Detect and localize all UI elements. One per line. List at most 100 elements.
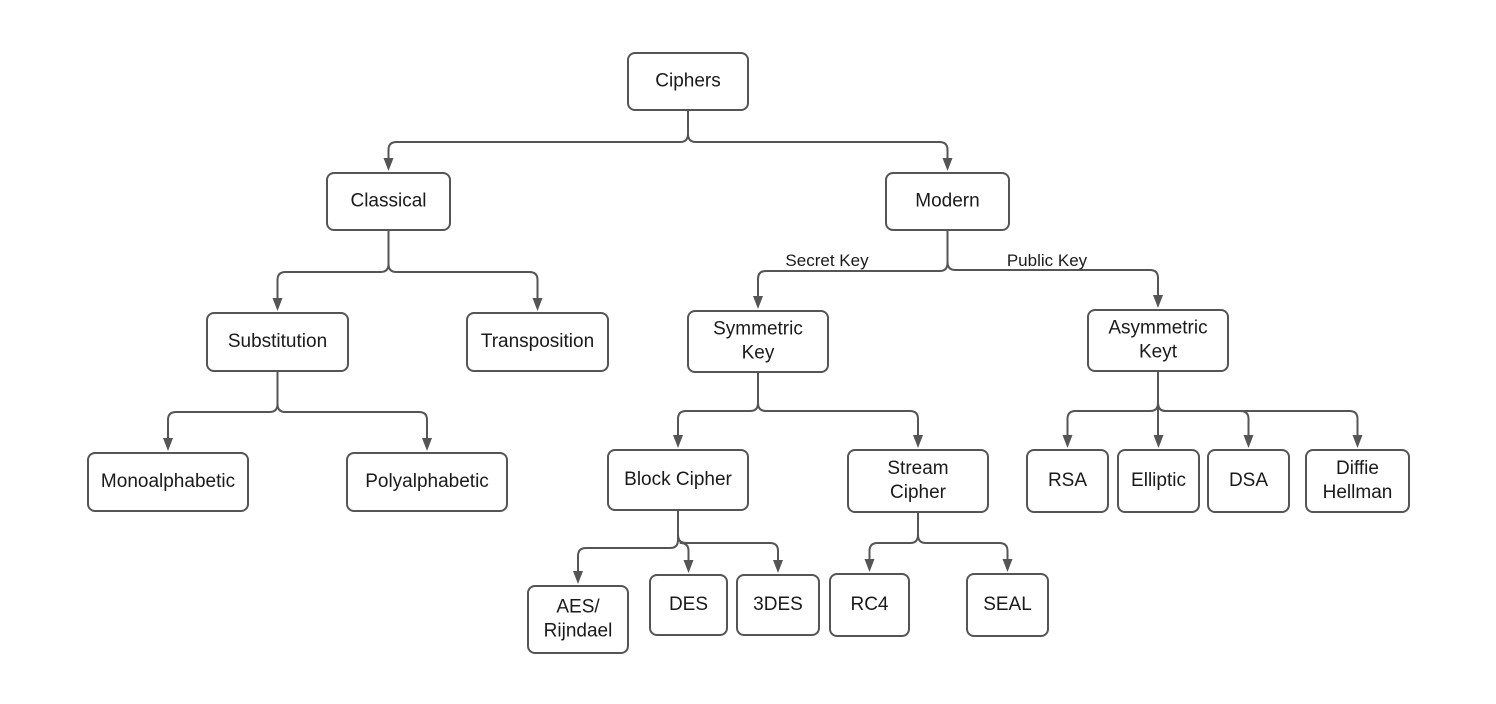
node-aes[interactable]: AES/Rijndael bbox=[527, 585, 629, 654]
edge-symmetric-to-block bbox=[673, 372, 759, 448]
node-label-block: Block Cipher bbox=[624, 469, 732, 490]
edge-line bbox=[167, 371, 279, 438]
node-label-poly: Polyalphabetic bbox=[365, 471, 489, 492]
node-box-dsa bbox=[1207, 449, 1290, 513]
node-box-mono bbox=[87, 452, 249, 512]
edge-substitution-to-mono bbox=[163, 371, 279, 451]
edge-arrowhead-icon bbox=[1002, 559, 1013, 572]
node-label-seal: SEAL bbox=[983, 594, 1032, 615]
edge-line bbox=[757, 372, 919, 435]
edge-line bbox=[757, 230, 949, 296]
node-label-transposition: Transposition bbox=[481, 331, 594, 352]
edge-arrowhead-icon bbox=[383, 158, 394, 171]
node-label-3des: 3DES bbox=[753, 594, 803, 615]
edge-arrowhead-icon bbox=[673, 435, 683, 448]
node-box-asymmetric bbox=[1087, 309, 1229, 372]
edge-line bbox=[868, 512, 919, 559]
edge-arrowhead-icon bbox=[532, 298, 543, 311]
node-label-rsa: RSA bbox=[1048, 470, 1087, 491]
node-rc4[interactable]: RC4 bbox=[829, 573, 910, 637]
node-elliptic[interactable]: Elliptic bbox=[1117, 449, 1200, 513]
node-box-seal bbox=[966, 573, 1049, 637]
edge-line bbox=[387, 230, 539, 298]
node-label-substitution: Substitution bbox=[228, 331, 327, 352]
edge-arrowhead-icon bbox=[1153, 435, 1164, 448]
edge-arrowhead-icon bbox=[913, 435, 923, 448]
node-substitution[interactable]: Substitution bbox=[206, 312, 349, 372]
edge-asymmetric-to-diffie bbox=[1157, 371, 1363, 448]
node-rsa[interactable]: RSA bbox=[1026, 449, 1109, 513]
edge-arrowhead-icon bbox=[683, 560, 694, 573]
edge-arrowhead-icon bbox=[422, 438, 432, 451]
node-seal[interactable]: SEAL bbox=[966, 573, 1049, 637]
node-label-elliptic: Elliptic bbox=[1131, 470, 1186, 491]
node-box-stream bbox=[847, 449, 989, 513]
edge-arrowhead-icon bbox=[1153, 295, 1163, 308]
edge-classical-to-transposition bbox=[387, 230, 543, 311]
edge-line bbox=[917, 512, 1009, 559]
edge-line bbox=[677, 372, 759, 435]
node-label-modern: Modern bbox=[915, 191, 979, 212]
node-des[interactable]: DES bbox=[649, 574, 728, 636]
node-ciphers[interactable]: Ciphers bbox=[627, 52, 749, 111]
node-dsa[interactable]: DSA bbox=[1207, 449, 1290, 513]
node-box-elliptic bbox=[1117, 449, 1200, 513]
edge-substitution-to-poly bbox=[276, 371, 432, 451]
node-box-transposition bbox=[466, 312, 609, 372]
node-mono[interactable]: Monoalphabetic bbox=[87, 452, 249, 512]
node-box-diffie bbox=[1305, 449, 1410, 513]
edge-modern-to-asymmetric bbox=[946, 230, 1163, 308]
node-box-modern bbox=[885, 172, 1010, 231]
edge-arrowhead-icon bbox=[573, 571, 583, 584]
edge-ciphers-to-modern bbox=[687, 110, 953, 171]
edge-modern-to-symmetric bbox=[753, 230, 949, 309]
edge-label-layer: Secret Key Public Key bbox=[785, 251, 1087, 270]
edge-arrowhead-icon bbox=[942, 158, 953, 171]
edge-stream-to-rc4 bbox=[864, 512, 919, 572]
node-block[interactable]: Block Cipher bbox=[607, 449, 749, 511]
edge-arrowhead-icon bbox=[163, 438, 173, 451]
edge-arrowhead-icon bbox=[1243, 435, 1254, 448]
node-box-ciphers bbox=[627, 52, 749, 111]
edge-label-e-modern-asymmetric: Public Key bbox=[1007, 251, 1088, 270]
edge-block-to-3des bbox=[677, 510, 783, 573]
node-transposition[interactable]: Transposition bbox=[466, 312, 609, 372]
edge-line bbox=[946, 230, 1159, 295]
node-box-block bbox=[607, 449, 749, 511]
edge-arrowhead-icon bbox=[864, 559, 875, 572]
edge-block-to-aes bbox=[573, 510, 679, 584]
edge-line bbox=[677, 510, 690, 560]
edge-asymmetric-to-rsa bbox=[1062, 371, 1159, 448]
edge-arrowhead-icon bbox=[753, 296, 763, 309]
node-label-des: DES bbox=[669, 594, 708, 615]
node-poly[interactable]: Polyalphabetic bbox=[346, 452, 508, 512]
node-modern[interactable]: Modern bbox=[885, 172, 1010, 231]
edge-line bbox=[687, 110, 949, 158]
edge-label-e-modern-symmetric: Secret Key bbox=[785, 251, 869, 270]
edge-classical-to-substitution bbox=[272, 230, 390, 311]
edge-line bbox=[276, 371, 428, 438]
node-box-substitution bbox=[206, 312, 349, 372]
edge-arrowhead-icon bbox=[1352, 435, 1363, 448]
node-box-rsa bbox=[1026, 449, 1109, 513]
node-box-poly bbox=[346, 452, 508, 512]
edge-line bbox=[577, 510, 679, 571]
node-label-classical: Classical bbox=[350, 191, 426, 212]
edge-line bbox=[677, 510, 779, 560]
node-3des[interactable]: 3DES bbox=[736, 574, 820, 636]
node-label-rc4: RC4 bbox=[850, 594, 888, 615]
edge-line bbox=[1066, 371, 1159, 435]
node-label-aes: AES/Rijndael bbox=[544, 597, 613, 642]
edge-arrowhead-icon bbox=[272, 298, 283, 311]
edge-arrowhead-icon bbox=[773, 560, 783, 573]
node-classical[interactable]: Classical bbox=[326, 172, 451, 231]
